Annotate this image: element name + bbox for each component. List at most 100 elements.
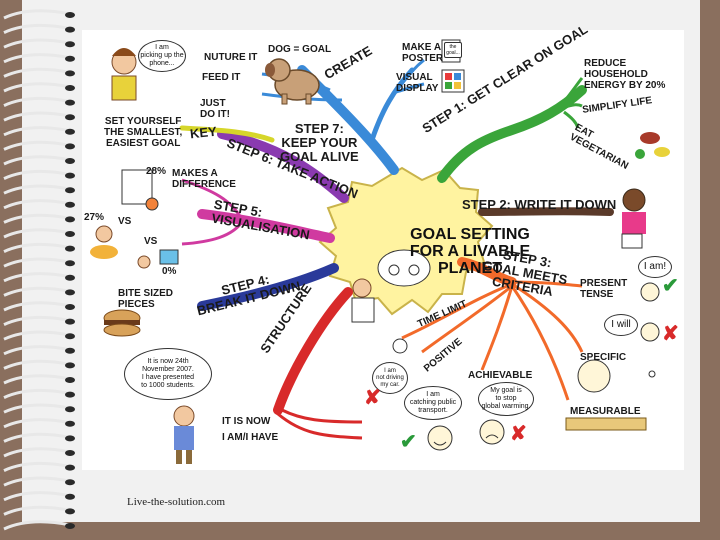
branch-step3-timelimit xyxy=(401,282,513,340)
label-dog: DOG = GOAL xyxy=(268,44,332,55)
label-smallest-line2: THE SMALLEST, xyxy=(104,127,183,138)
site-credit: Live-the-solution.com xyxy=(127,496,226,508)
bubble-structure-line4: to 1000 students. xyxy=(141,382,195,389)
spiral-hole xyxy=(65,172,75,179)
spiral-hole xyxy=(65,41,75,48)
spiral-ring xyxy=(3,9,71,20)
spiral-hole xyxy=(65,420,75,427)
cross-icon-iwill: ✘ xyxy=(662,323,679,345)
branch-step5-vs xyxy=(181,221,244,246)
check-icon-catching: ✔ xyxy=(400,431,417,453)
branch-structure-iam xyxy=(277,412,363,440)
spiral-hole xyxy=(65,201,75,208)
spiral-ring xyxy=(3,257,71,268)
spiral-hole xyxy=(65,391,75,398)
label-bite-line1: BITE SIZED xyxy=(118,288,174,299)
branch-step3 xyxy=(457,257,517,287)
label-itisnow: IT IS NOW xyxy=(222,416,271,427)
label-nuture: NUTURE IT xyxy=(204,52,258,63)
label-specific: SPECIFIC xyxy=(580,352,627,363)
basketball-icon xyxy=(121,169,159,211)
bubble-catching: I am catching public transport. xyxy=(404,386,462,420)
spiral-ring xyxy=(3,388,71,399)
label-present: PRESENT TENSE xyxy=(580,278,627,300)
spiral-ring xyxy=(3,67,71,78)
label-step2: STEP 2: WRITE IT DOWN xyxy=(462,197,617,212)
label-vs-2: VS xyxy=(144,236,158,247)
label-feed: FEED IT xyxy=(202,72,241,83)
spiral-ring xyxy=(3,301,71,312)
spiral-ring xyxy=(3,213,71,224)
spiral-ring xyxy=(3,359,71,370)
label-reduce: REDUCE HOUSEHOLD ENERGY BY 20% xyxy=(584,58,665,91)
branch-step3-achievable xyxy=(480,285,514,371)
spiral-ring xyxy=(3,447,71,458)
spiral-hole xyxy=(65,304,75,310)
bubble-structure-line1: It is now 24th xyxy=(147,358,189,365)
label-step7: STEP 7: KEEP YOUR GOAL ALIVE xyxy=(280,122,359,164)
spiral-ring xyxy=(3,374,71,385)
bubble-notdriving-line1: I am xyxy=(384,367,396,374)
cross-icon-notdriving: ✘ xyxy=(364,387,381,409)
branch-step3-specific xyxy=(511,282,584,353)
bubble-phone-line1: I am xyxy=(155,44,169,51)
thought-bubble-bicycle-icon xyxy=(377,249,431,287)
spiral-ring xyxy=(3,184,71,195)
spiral-hole xyxy=(65,143,75,150)
spiral-hole xyxy=(65,406,75,413)
spiral-binding xyxy=(3,9,75,531)
label-just-line2: DO IT! xyxy=(200,109,230,120)
branch-step5 xyxy=(197,209,335,243)
burger-icon xyxy=(103,309,141,337)
label-27pct: 27% xyxy=(84,212,105,223)
smiley-face-icon xyxy=(427,425,453,451)
spiral-hole xyxy=(65,231,75,237)
person-meditating-icon xyxy=(90,225,118,259)
branch-create-visual xyxy=(395,82,425,94)
spiral-ring xyxy=(3,418,71,429)
label-poster-line1: MAKE A xyxy=(402,42,442,53)
spiral-hole xyxy=(65,289,75,296)
sparkle-icon xyxy=(648,370,656,378)
spiral-hole xyxy=(65,450,75,456)
spiral-hole xyxy=(65,158,75,164)
branch-step1-reduce xyxy=(550,77,584,117)
label-step7-line2: KEEP YOUR xyxy=(281,135,358,150)
person-presenting-icon xyxy=(173,405,195,464)
label-reduce-line1: REDUCE xyxy=(584,58,627,69)
spiral-hole xyxy=(65,274,75,281)
label-present-line2: TENSE xyxy=(580,289,614,300)
bubble-phone-line2: picking up the xyxy=(140,52,184,59)
bubble-phone: I am picking up the phone... xyxy=(138,40,186,72)
label-just-line1: JUST xyxy=(200,98,226,109)
label-iamihave: I AM/I HAVE xyxy=(222,432,279,443)
center-title-line1: GOAL SETTING xyxy=(410,226,530,243)
center-burst xyxy=(318,166,494,316)
label-bite: BITE SIZED PIECES xyxy=(118,288,173,310)
label-just: JUST DO IT! xyxy=(200,98,230,120)
branch-key xyxy=(179,125,275,143)
spiral-ring xyxy=(3,491,71,502)
spiral-ring xyxy=(3,286,71,297)
spiral-ring xyxy=(3,315,71,326)
branch-structure xyxy=(273,287,353,415)
spiral-ring xyxy=(3,82,71,93)
visual-display-icon xyxy=(441,69,465,93)
spiral-hole xyxy=(65,114,75,121)
bubble-phone-line3: phone... xyxy=(149,60,175,67)
mind-map-canvas: GOAL SETTING FOR A LIVABLE PLANET STEP 1… xyxy=(82,21,684,470)
spiral-ring xyxy=(3,23,71,34)
check-icon-present: ✔ xyxy=(662,275,679,297)
bubble-structure-line2: November 2007. xyxy=(142,366,194,373)
person-writing-icon xyxy=(621,188,646,249)
spiral-hole xyxy=(65,347,75,354)
bubble-stopwarming-line1: My goal is xyxy=(490,387,522,394)
spiral-ring xyxy=(3,272,71,283)
spiral-hole xyxy=(65,85,75,91)
spiral-ring xyxy=(3,96,71,107)
spiral-ring xyxy=(3,38,71,49)
spiral-ring xyxy=(3,461,71,472)
label-reduce-line2: HOUSEHOLD xyxy=(584,69,648,80)
spiral-hole xyxy=(65,377,75,383)
